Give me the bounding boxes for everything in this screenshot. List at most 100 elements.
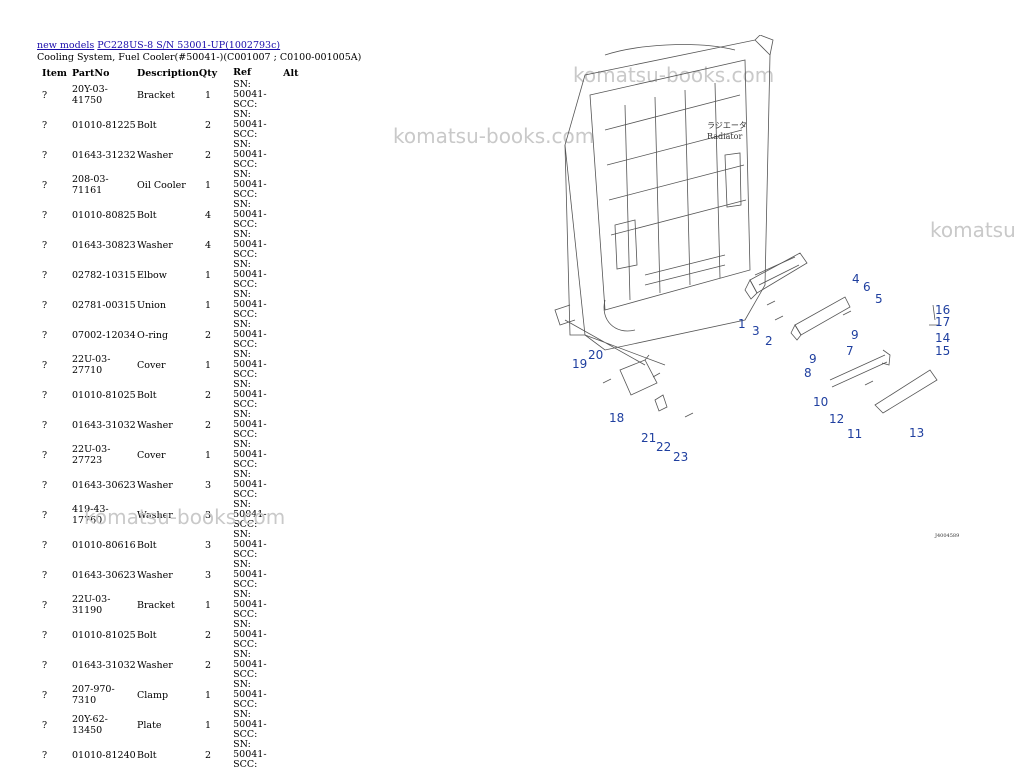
watermark: komatsu-books.com (393, 124, 595, 148)
ref-scc: SCC: (233, 429, 258, 440)
cell-description: Washer (137, 149, 173, 161)
breadcrumb-link-new-models[interactable]: new models (37, 40, 95, 51)
cell-description: Bolt (137, 629, 157, 641)
cell-ref: SN: 50041-SCC: (217, 260, 283, 290)
callout-1: 1 (738, 317, 746, 331)
cell-alt (283, 140, 313, 170)
callout-21: 21 (641, 431, 656, 445)
cell-alt (283, 260, 313, 290)
radiator-label-jp: ラジエータ (707, 121, 747, 130)
cell-description: Washer (137, 419, 173, 431)
cell-item: ? (42, 749, 48, 761)
callout-11: 11 (847, 427, 862, 441)
cell-description: Cover (137, 449, 166, 461)
cell-alt (283, 620, 313, 650)
ref-scc: SCC: (233, 159, 258, 170)
ref-scc: SCC: (233, 369, 258, 380)
radiator-label-en: Radiator (707, 132, 742, 141)
cell-item: ? (42, 569, 48, 581)
ref-scc: SCC: (233, 399, 258, 410)
cell-partno: 01643-31232 (72, 149, 136, 161)
cell-qty: 4 (204, 209, 212, 221)
cell-ref: SN: 50041-SCC: (217, 320, 283, 350)
cell-item: ? (42, 719, 48, 731)
callout-4: 4 (852, 272, 860, 286)
cell-alt (283, 410, 313, 440)
cell-item: ? (42, 359, 48, 371)
cell-partno: 01010-80616 (72, 539, 136, 551)
cell-partno: 20Y-62-13450 (72, 714, 108, 736)
callout-9: 9 (851, 328, 859, 342)
cell-alt (283, 560, 313, 590)
watermark: komatsu-books.com (573, 63, 775, 87)
ref-sn: SN: 50041- (233, 349, 267, 370)
callout-19: 19 (572, 357, 587, 371)
cell-ref: SN: 50041-SCC: (217, 620, 283, 650)
cell-item: ? (42, 119, 48, 131)
cell-description: Bracket (137, 599, 175, 611)
cell-alt (283, 350, 313, 380)
cell-item: ? (42, 509, 48, 521)
cell-qty: 1 (204, 449, 212, 461)
cell-description: Plate (137, 719, 162, 731)
ref-sn: SN: 50041- (233, 439, 267, 460)
breadcrumb-link-model[interactable]: PC228US-8 S/N 53001-UP(1002793c) (97, 40, 281, 51)
cell-qty: 1 (204, 689, 212, 701)
cell-ref: SN: 50041-SCC: (217, 500, 283, 530)
header-alt: Alt (283, 67, 299, 79)
cell-qty: 1 (204, 719, 212, 731)
ref-sn: SN: 50041- (233, 709, 267, 730)
cell-partno: 20Y-03-41750 (72, 84, 108, 106)
cell-partno: 22U-03-27723 (72, 444, 111, 466)
cell-description: Union (137, 299, 167, 311)
cell-item: ? (42, 149, 48, 161)
cell-partno: 01643-30823 (72, 239, 136, 251)
cell-item: ? (42, 389, 48, 401)
watermark: komatsu (930, 218, 1016, 242)
cell-ref: SN: 50041-SCC: (217, 110, 283, 140)
cell-partno: 419-43-17760 (72, 504, 109, 526)
cell-description: Bracket (137, 89, 175, 101)
ref-sn: SN: 50041- (233, 739, 267, 760)
ref-scc: SCC: (233, 459, 258, 470)
cell-qty: 2 (204, 329, 212, 341)
callout-16: 16 (935, 303, 950, 317)
callout-14: 14 (935, 331, 950, 345)
cell-item: ? (42, 419, 48, 431)
cell-partno: 01010-81025 (72, 389, 136, 401)
cell-partno: 22U-03-27710 (72, 354, 111, 376)
cell-item: ? (42, 659, 48, 671)
cell-qty: 1 (204, 269, 212, 281)
cell-item: ? (42, 209, 48, 221)
cell-partno: 07002-12034 (72, 329, 136, 341)
cell-description: Oil Cooler (137, 179, 186, 191)
ref-scc: SCC: (233, 579, 258, 590)
parts-table: Item PartNo Description Qty Ref Alt ?20Y… (37, 66, 313, 770)
cell-ref: SN: 50041-SCC: (217, 200, 283, 230)
fuel-cooler-diagram: ラジエータ Radiator J4004589 1 2 3 4 5 6 7 8 … (554, 35, 959, 539)
callout-8: 8 (804, 366, 812, 380)
cell-ref: SN: 50041-SCC: (217, 710, 283, 740)
cell-description: Washer (137, 659, 173, 671)
cell-qty: 2 (204, 389, 212, 401)
header-ref: Ref (233, 67, 252, 78)
callout-15: 15 (935, 344, 950, 358)
ref-scc: SCC: (233, 189, 258, 200)
ref-sn: SN: 50041- (233, 199, 267, 220)
cell-ref: SN: 50041-SCC: (217, 140, 283, 170)
cell-description: O-ring (137, 329, 169, 341)
ref-sn: SN: 50041- (233, 169, 267, 190)
cell-partno: 22U-03-31190 (72, 594, 111, 616)
cell-ref: SN: 50041-SCC: (217, 350, 283, 380)
cell-item: ? (42, 449, 48, 461)
